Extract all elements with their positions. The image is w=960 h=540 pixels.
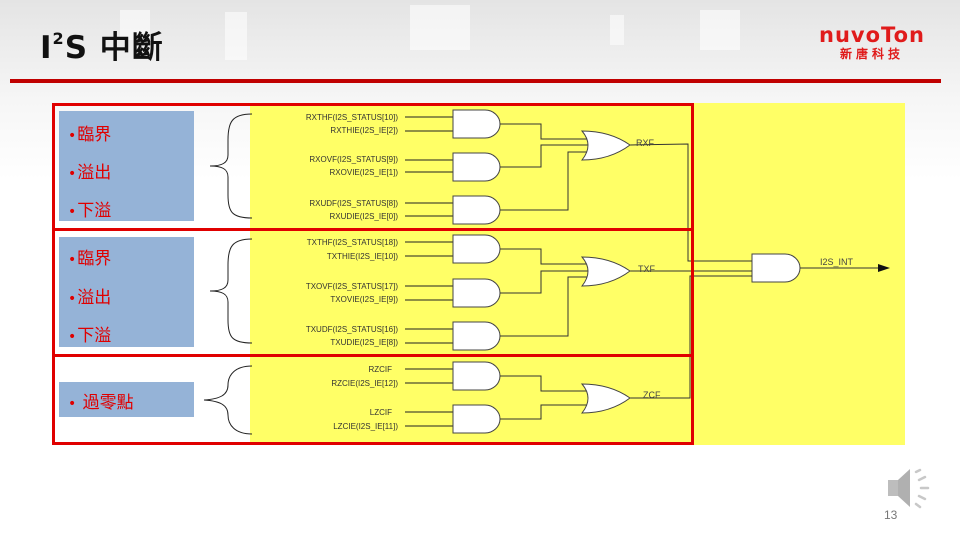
signal-label: RXOVIE(I2S_IE[1]) [330, 168, 399, 177]
signal-label: RXTHF(I2S_STATUS[10]) [306, 113, 399, 122]
logo-brand-zh: 新唐科技 [839, 47, 904, 61]
input-wires [405, 116, 453, 427]
bullet-text: 臨界 [77, 125, 112, 145]
signal-label: TXUDIE(I2S_IE[8]) [330, 338, 398, 347]
bullet-rx-threshold: •臨界 [68, 120, 111, 145]
bullet-rx-overflow: •溢出 [68, 158, 111, 183]
bullet-tx-underflow: •下溢 [68, 321, 111, 346]
signal-label: RZCIF [368, 365, 392, 374]
signal-label: TXOVF(I2S_STATUS[17]) [306, 282, 399, 291]
bullet-rx-underflow: •下溢 [68, 196, 111, 221]
signal-label: TXOVIE(I2S_IE[9]) [330, 295, 398, 304]
and-gates [452, 109, 801, 434]
speaker-icon[interactable] [884, 466, 940, 512]
signal-label: RXOVF(I2S_STATUS[9]) [309, 155, 398, 164]
bullet-tx-threshold: •臨界 [68, 244, 111, 269]
bullet-text: 下溢 [77, 326, 112, 346]
background-decoration [610, 15, 624, 45]
signal-label: RXTHIE(I2S_IE[2]) [330, 126, 398, 135]
bullet-dot: • [68, 291, 77, 307]
or-gates [580, 130, 631, 414]
title-superscript: 2 [52, 29, 65, 48]
bullet-dot: • [68, 396, 77, 412]
signal-label: RXUDF(I2S_STATUS[8]) [309, 199, 398, 208]
output-label-txf: TXF [638, 264, 656, 274]
or-gate-rxf [580, 130, 631, 161]
brace-rx [209, 113, 253, 219]
background-decoration [410, 5, 470, 50]
signal-label: LZCIF [370, 408, 392, 417]
bullet-dot: • [68, 204, 77, 220]
nuvoton-logo: nuvoTon 新唐科技 [808, 24, 936, 62]
and-gate-rzc [452, 361, 501, 391]
bullet-text: 溢出 [77, 288, 112, 308]
bullet-dot: • [68, 252, 77, 268]
group-outline-rx [52, 103, 694, 231]
bullet-text: 臨界 [77, 249, 112, 269]
signal-label: LZCIE(I2S_IE[11]) [333, 422, 398, 431]
and-gate-rx-threshold [452, 109, 501, 139]
bullet-text: 過零點 [82, 393, 134, 413]
bullet-text: 溢出 [77, 163, 112, 183]
bullet-text: 下溢 [77, 201, 112, 221]
bullet-dot: • [68, 166, 77, 182]
slide-title: I2S 中斷 [40, 22, 164, 67]
page-number: 13 [884, 508, 898, 522]
logo-brand: nuvoTon [819, 23, 925, 47]
and-gate-tx-overflow [452, 278, 501, 308]
and-gate-lzc [452, 404, 501, 434]
group-outline-tx [52, 228, 694, 357]
output-label-rxf: RXF [636, 138, 655, 148]
output-label-int: I2S_INT [820, 257, 854, 267]
and-gate-tx-underflow [452, 321, 501, 351]
title-underline [10, 79, 941, 83]
or-gate-txf [580, 256, 631, 287]
group-outline-zc [52, 354, 694, 445]
category-box-tx [59, 237, 194, 347]
background-decoration [700, 10, 740, 50]
or-gate-zcf [580, 383, 631, 414]
background-decoration [120, 10, 150, 40]
category-box-rx [59, 111, 194, 221]
background-decoration [225, 12, 247, 60]
signal-label: RXUDIE(I2S_IE[0]) [330, 212, 399, 221]
title-suffix: S 中斷 [64, 30, 164, 66]
title-prefix: I [40, 30, 53, 66]
brace-zc [203, 365, 253, 435]
signal-label: TXUDF(I2S_STATUS[16]) [306, 325, 399, 334]
arrowhead-icon [878, 264, 890, 272]
and-gate-rx-underflow [452, 195, 501, 225]
and-gate-int [751, 253, 801, 283]
and-gate-tx-threshold [452, 234, 501, 264]
signal-label: TXTHIE(I2S_IE[10]) [327, 252, 398, 261]
category-box-zc [59, 382, 194, 417]
bullet-dot: • [68, 128, 77, 144]
signal-label: TXTHF(I2S_STATUS[18]) [307, 238, 399, 247]
bullet-tx-overflow: •溢出 [68, 283, 111, 308]
output-label-zcf: ZCF [643, 390, 661, 400]
bullet-zero-cross: • 過零點 [68, 388, 134, 413]
and-gate-rx-overflow [452, 152, 501, 182]
signal-label: RZCIE(I2S_IE[12]) [331, 379, 398, 388]
bullet-dot: • [68, 329, 77, 345]
brace-tx [209, 238, 253, 344]
